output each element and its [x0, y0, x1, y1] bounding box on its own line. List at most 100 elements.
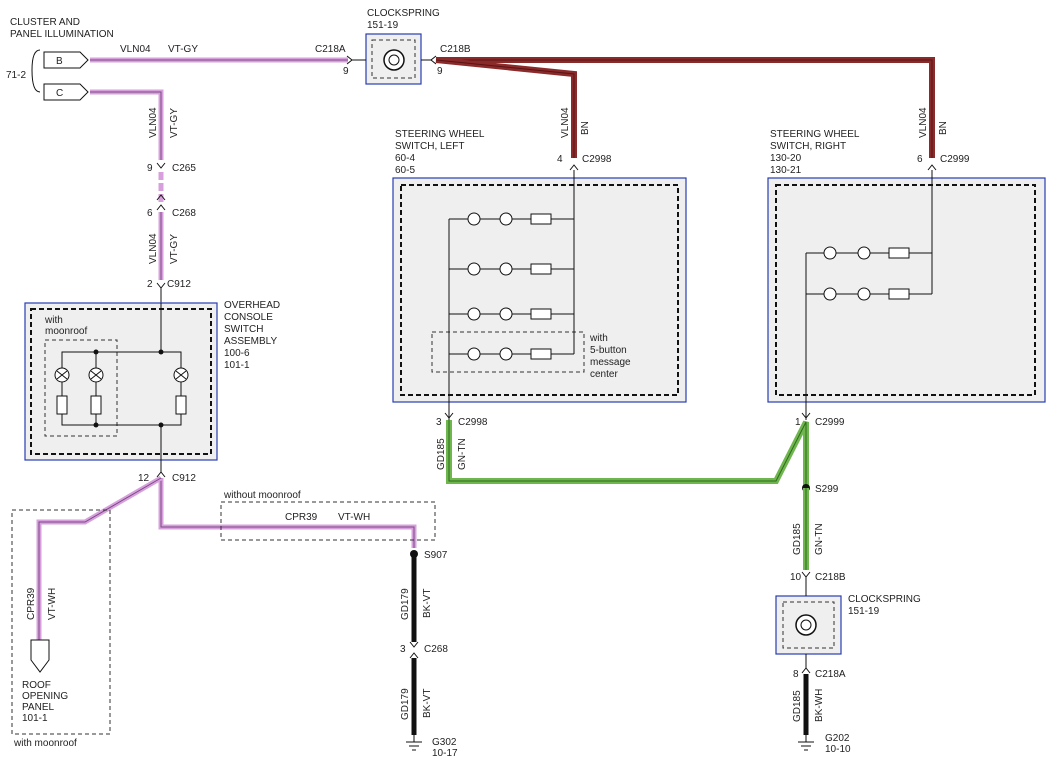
overhead-ref-1: 100-6 — [224, 348, 250, 359]
wire-left-brown-circuit: VLN04 — [560, 107, 571, 138]
wire-gd179-lower-color: BK-VT — [422, 689, 433, 718]
wire-gd185-mid-color: GN-TN — [814, 523, 825, 555]
led-icon — [467, 347, 481, 361]
pin-10-c218b: 10 — [790, 572, 802, 583]
resistor-icon — [90, 395, 102, 415]
overhead-console-module: with moonroof OVERHEAD CONSOLE SWITCH AS… — [24, 300, 280, 461]
cluster-title-line2: PANEL ILLUMINATION — [10, 29, 114, 40]
wire-c912-circuit: VLN04 — [148, 233, 159, 264]
sw-left-title-2: SWITCH, LEFT — [395, 141, 464, 152]
ground-g202: G202 — [825, 733, 850, 744]
resistor-icon — [888, 288, 910, 300]
cluster-ref: 71-2 — [6, 70, 26, 81]
wire-gd185-mid-circuit: GD185 — [792, 523, 803, 555]
ground-g202-ref: 10-10 — [825, 744, 851, 755]
led-icon — [467, 262, 481, 276]
pin-6-c2999: 6 — [917, 154, 923, 165]
wire-gd179: S907 GD179 BK-VT 3 C268 GD179 BK-VT G302… — [400, 550, 458, 759]
conn-c2998-top: C2998 — [582, 154, 612, 165]
pin-c-label: C — [56, 88, 63, 99]
wire-gd179-upper-color: BK-VT — [422, 589, 433, 618]
pin-9-c265: 9 — [147, 163, 153, 174]
conn-c218b-top: C218B — [440, 44, 471, 55]
led-icon — [857, 246, 871, 260]
wire-gd185-bottom-color: BK-WH — [814, 689, 825, 722]
pin-9-c218a: 9 — [343, 66, 349, 77]
lamp-icon — [54, 367, 70, 383]
lamp-icon — [173, 367, 189, 383]
led-icon — [823, 287, 837, 301]
pin-1-c2999: 1 — [795, 417, 801, 428]
roof-title-3: PANEL — [22, 702, 54, 713]
wire-vln04-top: VLN04 VT-GY C218A 9 — [90, 44, 353, 77]
wire-gd185-left-color: GN-TN — [457, 438, 468, 470]
switch-row — [806, 246, 932, 260]
overhead-title-1: OVERHEAD — [224, 300, 280, 311]
wire-gd179-upper-circuit: GD179 — [400, 588, 411, 620]
sw-left-title-1: STEERING WHEEL — [395, 129, 485, 140]
switch-row — [806, 287, 932, 301]
clockspring-bottom: CLOCKSPRING 151-19 8 C218A — [775, 577, 921, 680]
wire-vln04-brown: C218B 9 VLN04 BN VLN04 BN — [435, 44, 949, 158]
resistor-icon — [530, 348, 552, 360]
wire-c-color: VT-GY — [169, 108, 180, 138]
pin-9-c218b: 9 — [437, 66, 443, 77]
led-icon — [499, 307, 513, 321]
led-icon — [499, 212, 513, 226]
pin-c-housing — [43, 83, 89, 101]
with-moonroof-line1: with — [44, 315, 63, 326]
led-icon — [499, 347, 513, 361]
conn-c268-bottom: C268 — [424, 644, 448, 655]
overhead-title-2: CONSOLE — [224, 312, 273, 323]
ground-g302: G302 — [432, 737, 457, 748]
led-icon — [823, 246, 837, 260]
roof-ref: 101-1 — [22, 713, 48, 724]
resistor-icon — [56, 395, 68, 415]
pin-2-c912: 2 — [147, 279, 153, 290]
pin-3-c2998: 3 — [436, 417, 442, 428]
conn-c912-bottom: C912 — [172, 473, 196, 484]
conn-c218a-top: C218A — [315, 44, 346, 55]
five-button-1: with — [589, 333, 608, 344]
wire-roof-circuit: CPR39 — [26, 587, 37, 620]
switch-row — [449, 262, 574, 276]
pin-3-c268: 3 — [400, 644, 406, 655]
wire-right-brown-color: BN — [938, 121, 949, 135]
pin-b-label: B — [56, 56, 63, 67]
sw-right-ref-2: 130-21 — [770, 165, 802, 176]
resistor-icon — [530, 213, 552, 225]
wire-cpr39-color: VT-WH — [338, 512, 370, 523]
resistor-icon — [530, 263, 552, 275]
resistor-icon — [888, 247, 910, 259]
pin-b-housing — [43, 51, 89, 69]
wire-c-circuit: VLN04 — [148, 107, 159, 138]
conn-c218b-bottom: C218B — [815, 572, 846, 583]
resistor-icon — [175, 395, 187, 415]
pin-12-c912: 12 — [138, 473, 150, 484]
wire-top-color: VT-GY — [168, 44, 198, 55]
overhead-ref-2: 101-1 — [224, 360, 250, 371]
splice-s299: S299 — [815, 484, 839, 495]
pin-8-c218a: 8 — [793, 669, 799, 680]
with-moonroof-line2: moonroof — [45, 326, 87, 337]
clockspring-top: CLOCKSPRING 151-19 — [352, 8, 440, 85]
wire-gd185: GD185 GN-TN S299 GD185 GN-TN 10 C218B — [436, 420, 846, 583]
roof-connector-icon — [30, 639, 50, 673]
switch-row — [449, 307, 574, 321]
roof-title-2: OPENING — [22, 691, 68, 702]
pin-4-c2998: 4 — [557, 154, 563, 165]
overhead-title-4: ASSEMBLY — [224, 336, 277, 347]
conn-c2999-bottom: C2999 — [815, 417, 845, 428]
five-button-4: center — [590, 369, 618, 380]
cluster-connector: CLUSTER AND PANEL ILLUMINATION 71-2 B C — [6, 17, 114, 101]
wire-cpr39: 12 C912 without moonroof CPR39 VT-WH CPR… — [11, 460, 436, 749]
conn-c2999-top: C2999 — [940, 154, 970, 165]
roof-title-1: ROOF — [22, 680, 51, 691]
without-moonroof-label: without moonroof — [223, 490, 301, 501]
sw-left-ref-1: 60-4 — [395, 153, 415, 164]
clockspring-top-title: CLOCKSPRING — [367, 8, 440, 19]
clockspring-top-ref: 151-19 — [367, 20, 399, 31]
wire-gd185-left-circuit: GD185 — [436, 438, 447, 470]
conn-c218a-bottom: C218A — [815, 669, 846, 680]
